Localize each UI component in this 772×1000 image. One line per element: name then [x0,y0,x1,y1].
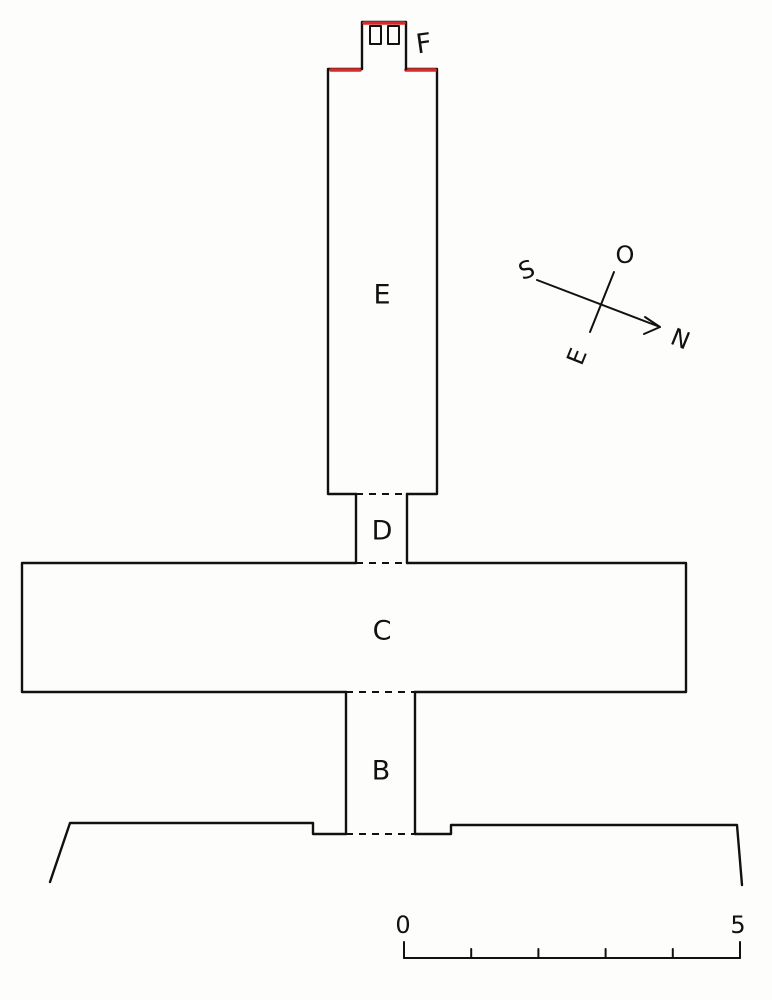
room-d [354,492,409,565]
compass-arrowhead [643,316,661,335]
room-label-b: B [372,756,391,787]
compass-label-east: E [561,344,593,369]
room-label-d: D [372,516,393,547]
room-f [360,20,408,71]
scale-label-end: 5 [730,911,745,939]
scale-label-start: 0 [395,911,410,939]
facade [48,821,744,887]
room-b [344,690,417,836]
compass-axis-s-n [536,279,661,328]
facade-wall-right [413,823,744,887]
compass-label-north: N [667,323,694,356]
compass-label-west: O [616,241,635,269]
room-c-walls [20,561,688,694]
niche-left [369,25,382,45]
niche-right [387,25,400,45]
room-e [326,67,439,496]
scale-ticks [403,941,741,959]
compass-axis-e-o [589,271,615,333]
room-c [20,561,688,694]
scale-bar: 0 5 [395,911,746,959]
room-label-e: E [373,280,390,311]
compass-rose: S O E N [515,241,694,369]
compass-label-south: S [515,254,539,286]
facade-wall-left [48,821,348,884]
room-label-f: F [414,28,434,61]
room-label-c: C [373,616,392,647]
